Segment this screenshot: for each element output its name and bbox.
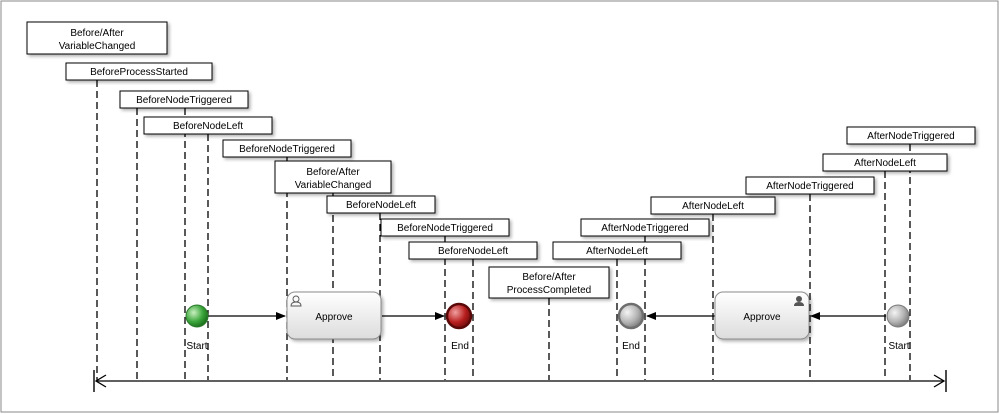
approve-task-left: Approve	[286, 291, 382, 340]
event-label-text: ProcessCompleted	[507, 285, 591, 296]
end-event-label: End	[622, 341, 640, 352]
event-label-text: BeforeNodeTriggered	[397, 223, 493, 234]
event-label-text: AfterNodeLeft	[586, 246, 648, 257]
user-task-icon	[290, 295, 302, 307]
event-label-text: BeforeNodeTriggered	[239, 144, 335, 155]
event-label-text: Before/After	[70, 28, 124, 39]
event-label-before-node-left: BeforeNodeLeft	[326, 195, 436, 214]
event-guide-lines	[96, 80, 911, 380]
event-label-text: BeforeNodeLeft	[438, 246, 508, 257]
start-event-label: Start	[186, 341, 207, 352]
end-event-label: End	[451, 341, 469, 352]
event-label-before-node-left: BeforeNodeLeft	[143, 116, 273, 135]
event-label-text: BeforeNodeLeft	[173, 121, 243, 132]
event-label-after-node-left: AfterNodeLeft	[650, 196, 776, 215]
event-label-before-node-left: BeforeNodeLeft	[408, 241, 538, 260]
approve-task-label: Approve	[743, 312, 781, 323]
event-label-text: AfterNodeLeft	[854, 158, 916, 169]
event-label-text: AfterNodeTriggered	[601, 223, 688, 234]
start-event-label: Start	[888, 341, 909, 352]
end-event-right	[617, 302, 645, 330]
approve-task-right: Approve	[714, 291, 810, 340]
start-event-left	[185, 304, 209, 328]
timeline-axis	[93, 370, 947, 392]
user-task-filled-icon	[794, 296, 804, 306]
event-labels: Before/After VariableChanged BeforeProce…	[26, 21, 976, 299]
event-label-text: VariableChanged	[59, 41, 136, 52]
event-label-text: Before/After	[306, 167, 360, 178]
event-label-before-after-variable-changed: Before/After VariableChanged	[26, 21, 168, 55]
event-label-before-node-triggered: BeforeNodeTriggered	[380, 218, 510, 237]
event-label-before-node-triggered: BeforeNodeTriggered	[119, 90, 249, 109]
event-label-text: AfterNodeLeft	[682, 201, 744, 212]
end-event-left	[445, 302, 473, 330]
event-label-before-process-started: BeforeProcessStarted	[65, 62, 213, 81]
event-label-after-node-left: AfterNodeLeft	[552, 241, 682, 260]
event-label-after-node-triggered: AfterNodeTriggered	[745, 176, 875, 195]
event-label-before-after-process-completed: Before/After ProcessCompleted	[488, 266, 610, 299]
event-label-after-node-triggered: AfterNodeTriggered	[580, 218, 710, 237]
event-label-text: BeforeNodeLeft	[346, 200, 416, 211]
start-event-right	[886, 304, 910, 328]
event-label-after-node-left: AfterNodeLeft	[822, 153, 948, 172]
event-label-before-after-variable-changed: Before/After VariableChanged	[274, 160, 392, 194]
event-label-before-node-triggered: BeforeNodeTriggered	[222, 139, 352, 158]
event-label-text: AfterNodeTriggered	[766, 181, 853, 192]
event-label-after-node-triggered: AfterNodeTriggered	[846, 126, 976, 145]
event-label-text: Before/After	[522, 272, 576, 283]
event-label-text: BeforeProcessStarted	[90, 67, 188, 78]
event-label-text: AfterNodeTriggered	[867, 131, 954, 142]
approve-task-label: Approve	[315, 312, 353, 323]
event-label-text: BeforeNodeTriggered	[136, 95, 232, 106]
event-label-text: VariableChanged	[295, 180, 372, 191]
